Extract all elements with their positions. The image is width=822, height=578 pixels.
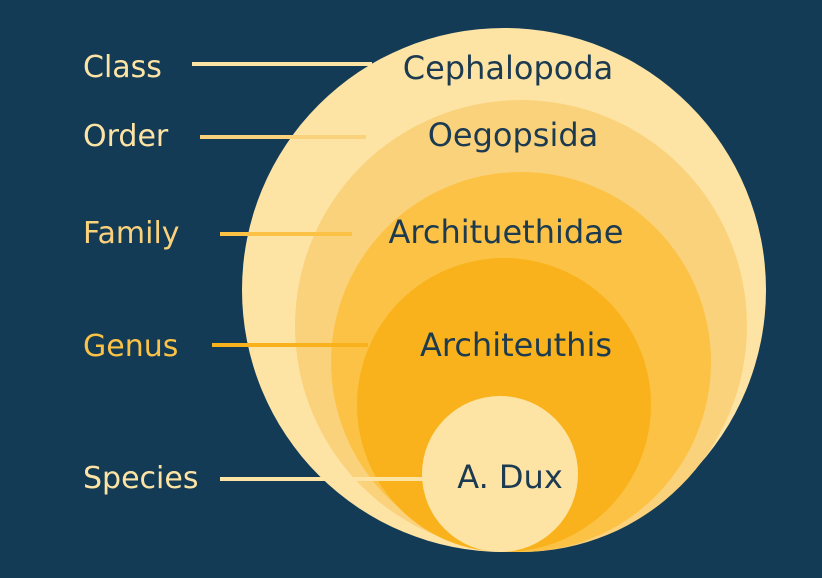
rank-label-genus: Genus (83, 329, 178, 364)
taxon-name-species: A. Dux (457, 458, 563, 496)
rank-label-species: Species (83, 461, 198, 496)
rank-label-order: Order (83, 119, 169, 154)
taxon-name-order: Oegopsida (428, 116, 599, 154)
taxon-name-class: Cephalopoda (403, 49, 614, 87)
rank-label-class: Class (83, 50, 162, 85)
species-circle (422, 396, 578, 552)
taxon-name-genus: Architeuthis (420, 326, 612, 364)
taxon-name-family: Archituethidae (389, 213, 624, 251)
rank-label-family: Family (83, 216, 180, 251)
